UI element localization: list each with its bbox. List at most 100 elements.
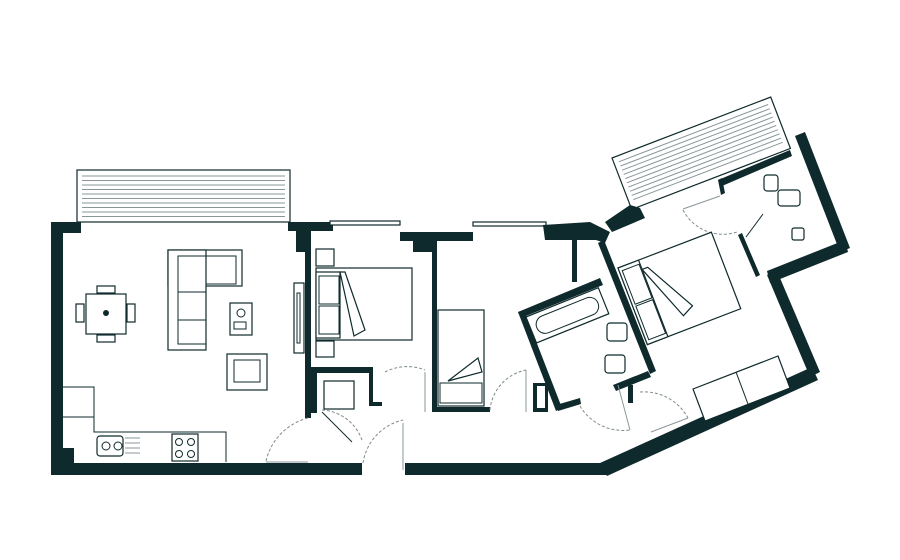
balcony-slat	[623, 116, 774, 175]
walls-part	[572, 240, 577, 282]
balcony-left-part	[76, 169, 291, 223]
single-bed-icon-part	[439, 382, 483, 404]
single-bed-icon-part	[447, 356, 483, 382]
coffee-table-icon-part	[236, 308, 246, 318]
doors-part[interactable]	[489, 369, 527, 411]
walls-part	[405, 463, 607, 475]
double-bed-icon-part	[621, 263, 653, 305]
balcony-slat	[626, 125, 777, 184]
doors-part[interactable]	[265, 417, 309, 462]
balcony-slat	[628, 129, 779, 188]
walls-part	[543, 222, 610, 243]
walls-part	[432, 240, 437, 412]
walls-part	[413, 232, 435, 252]
bathtub-icon-part	[535, 296, 600, 334]
double-bed-icon	[315, 248, 413, 410]
bathtub-icon-part	[525, 286, 610, 344]
balcony-slat	[620, 108, 770, 167]
dining-table-icon-part	[75, 303, 85, 323]
walls-part	[63, 448, 74, 463]
double-bed-icon-part	[641, 266, 694, 317]
doors-part[interactable]	[579, 405, 631, 431]
bathtub-icon	[525, 286, 610, 344]
walls-part	[311, 367, 371, 373]
doors-part[interactable]	[321, 409, 363, 441]
balcony-slat	[621, 112, 772, 171]
double-bed-icon-part	[318, 275, 340, 305]
sink-icon-part	[604, 354, 626, 374]
balcony-slat	[625, 120, 775, 180]
coffee-table-icon-part	[229, 302, 253, 336]
walls-part	[598, 240, 656, 374]
armchair-icon-part	[233, 359, 261, 383]
double-bed-icon-part	[339, 271, 366, 337]
walls-part	[628, 385, 633, 403]
balcony-slat	[631, 137, 782, 196]
toilet-icon-part	[763, 174, 779, 192]
doors[interactable]	[265, 195, 764, 470]
sofa-icon-part	[167, 249, 207, 351]
walls-part	[718, 178, 725, 195]
walls-part	[795, 132, 850, 252]
doors-part[interactable]	[321, 411, 353, 443]
walls-part	[311, 373, 317, 413]
double-bed-icon	[617, 231, 742, 346]
tv-unit-icon-part	[293, 282, 305, 354]
walls-part	[767, 271, 820, 377]
walls-part	[518, 278, 603, 318]
wardrobe-icon	[692, 355, 791, 422]
single-bed-icon	[437, 309, 485, 407]
walls-part	[605, 205, 645, 232]
hob-icon-part	[175, 438, 183, 446]
sink-icon	[604, 322, 628, 374]
doors-part[interactable]	[650, 417, 689, 433]
double-bed-icon-part	[635, 299, 667, 341]
doors-part[interactable]	[384, 366, 426, 373]
doors-part[interactable]	[617, 384, 631, 431]
walls-part	[369, 367, 373, 405]
armchair-icon-part	[226, 353, 268, 391]
walls-part	[556, 398, 581, 411]
balcony-left	[76, 169, 291, 223]
hob-icon-part	[187, 450, 195, 458]
walls-part	[738, 233, 760, 277]
walls-part	[518, 310, 562, 411]
doors-part[interactable]	[745, 213, 764, 238]
balcony-slat	[633, 141, 783, 201]
dining-table-icon-part	[103, 310, 109, 316]
tv-unit-icon-part	[296, 292, 301, 344]
double-bed-icon-part	[315, 340, 335, 358]
doors-part[interactable]	[682, 195, 721, 210]
balcony-left-part	[82, 175, 285, 217]
kitchen-counter-part	[63, 386, 227, 462]
hob-icon	[171, 433, 199, 462]
tv-unit-icon	[293, 282, 305, 354]
walls-part	[305, 222, 311, 418]
toilet-icon-part	[777, 189, 801, 207]
walls-part	[369, 402, 382, 406]
walls-part	[767, 240, 848, 283]
walls-part	[613, 371, 651, 391]
walls-part	[537, 386, 545, 408]
balcony-right-part	[618, 104, 783, 201]
doors-part[interactable]	[682, 209, 738, 235]
kitchen-sink-icon	[96, 435, 140, 457]
double-bed-icon-part	[617, 259, 669, 346]
double-bed-icon-part	[323, 380, 355, 410]
dining-table-icon	[75, 285, 136, 343]
doors-part[interactable]	[639, 391, 689, 419]
coffee-table-icon-part	[233, 321, 247, 330]
doors-part[interactable]	[362, 419, 404, 464]
toilet-icon	[763, 174, 805, 241]
dining-table-icon-part	[96, 285, 116, 294]
sofa-icon-part	[177, 319, 207, 345]
balcony-slat	[629, 133, 780, 192]
hob-icon-part	[171, 433, 199, 462]
walls-part	[329, 220, 401, 226]
balcony-slat	[618, 104, 769, 163]
double-bed-icon-part	[318, 305, 340, 335]
walls-part	[718, 150, 792, 186]
toilet-icon-part	[791, 227, 805, 241]
walls-part	[432, 407, 490, 412]
